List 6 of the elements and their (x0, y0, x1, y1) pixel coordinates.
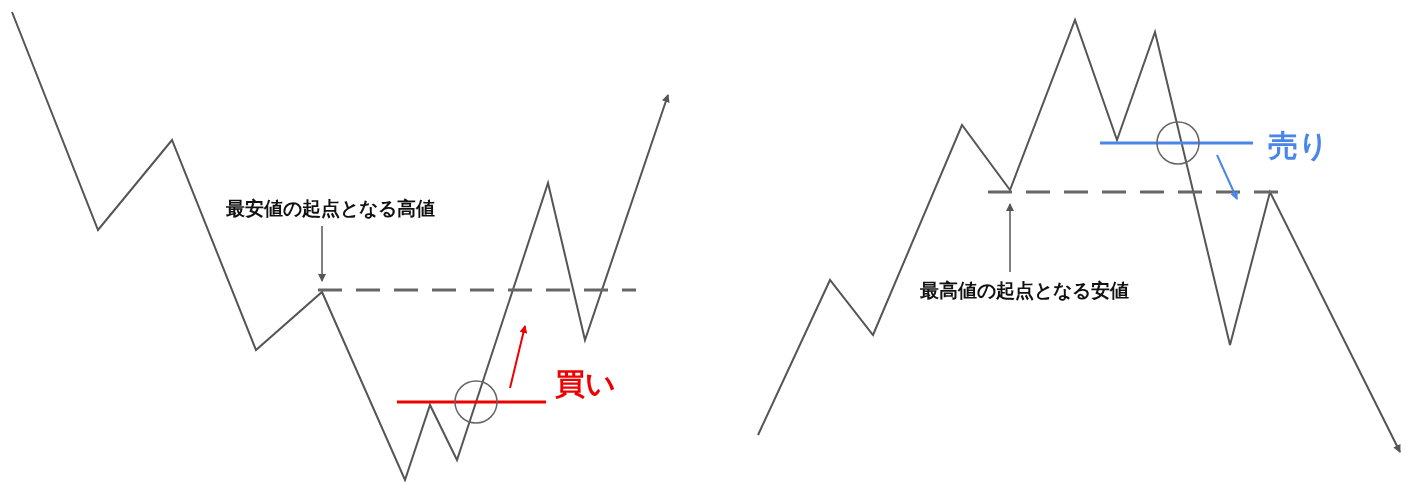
leader-arrow (1006, 203, 1014, 273)
annotation-text: 最高値の起点となる安値 (920, 278, 1129, 302)
annotation-text: 最安値の起点となる高値 (226, 196, 435, 220)
leader-arrow (318, 225, 326, 282)
signal-label: 売り (1268, 128, 1329, 164)
signal-label: 買い (555, 366, 616, 402)
